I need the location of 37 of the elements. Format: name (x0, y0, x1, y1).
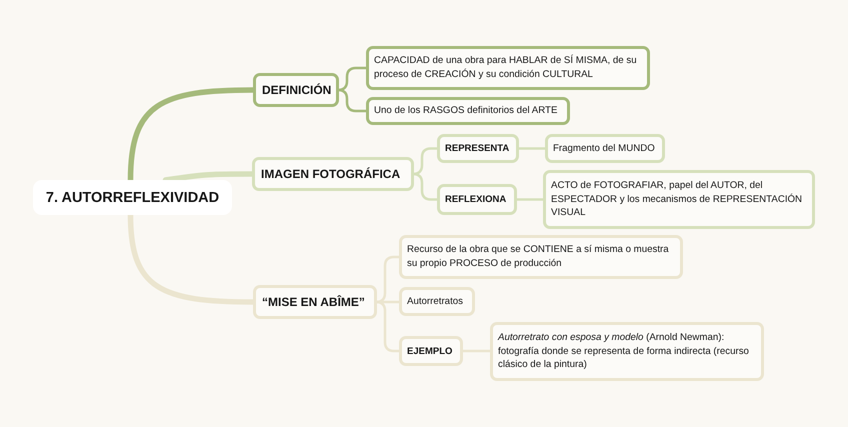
note-text: ACTO de FOTOGRAFIAR, papel del AUTOR, del ESPECTADOR y los mecanismos de REPRESENTACIÓN VISUAL (551, 179, 804, 220)
subtopic-box (437, 184, 517, 215)
note-text: Autorretratos (407, 294, 463, 308)
branch-line (516, 198, 544, 201)
branch-line (412, 172, 438, 201)
subtopic-title: REPRESENTA (445, 143, 510, 154)
note-box (545, 134, 665, 163)
note-box (543, 170, 815, 229)
note-text: Fragmento del MUNDO (553, 142, 655, 156)
subtopic-title: REFLEXIONA (445, 194, 506, 205)
note-box (490, 322, 764, 381)
branch-line (374, 300, 400, 352)
note-text: Uno de los RASGOS definitorios del ARTE (374, 104, 558, 118)
topic-title: IMAGEN FOTOGRÁFICA (261, 167, 400, 181)
branch-line (336, 88, 368, 112)
branch-line (518, 147, 546, 150)
subtopic-box (399, 336, 463, 366)
topic-title: DEFINICIÓN (262, 83, 332, 97)
note-box (366, 97, 570, 125)
central-topic-title: 7. AUTORREFLEXIVIDAD (46, 190, 220, 206)
note-text: CAPACIDAD de una obra para HABLAR de SÍ MISMA, de su proceso de CREACIÓN y su condición CULTURAL (374, 54, 638, 82)
note-box (399, 235, 683, 279)
note-text: Recurso de la obra que se CONTIENE a sí misma o muestra su propio PROCESO de producción (407, 243, 670, 271)
note-box (399, 287, 475, 316)
central-topic (33, 180, 232, 215)
topic-box (253, 285, 377, 319)
branch-line (412, 147, 438, 176)
branch-line (336, 66, 368, 92)
branch-line (462, 350, 492, 352)
topic-title: “MISE EN ABÎME” (262, 295, 365, 309)
subtopic-box (437, 134, 519, 163)
note-text: Autorretrato con esposa y modelo (Arnold Newman): fotografía donde se representa de forma indirecta (recurso clásico de la pintura) (498, 331, 750, 372)
topic-box (253, 73, 339, 107)
note-box (366, 46, 650, 90)
subtopic-title: EJEMPLO (407, 346, 452, 356)
topic-box (252, 157, 414, 191)
branch-line (374, 256, 400, 304)
